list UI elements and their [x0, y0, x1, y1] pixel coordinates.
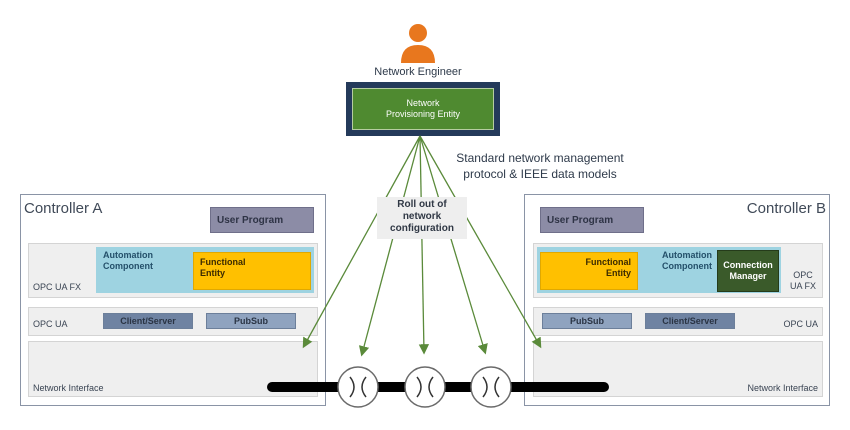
- network-provisioning-entity[interactable]: Network Provisioning Entity: [346, 82, 500, 136]
- controller-a-title: Controller A: [24, 200, 103, 217]
- arrow-to-switch-2: [418, 135, 430, 355]
- controller-b-title: Controller B: [746, 200, 826, 217]
- arrow-to-switch-1: [358, 135, 421, 357]
- arrow-to-controller-a: [302, 135, 421, 349]
- switch-icon: [470, 366, 512, 408]
- controller-a-network-interface-label: Network Interface: [33, 383, 104, 393]
- switch-icon: [404, 366, 446, 408]
- controller-a-user-program[interactable]: User Program: [210, 207, 314, 233]
- rollout-label: Roll out of network configuration: [377, 197, 467, 239]
- controller-a-functional-entity[interactable]: Functional Entity: [193, 252, 311, 290]
- arrows: [302, 135, 542, 357]
- controller-b-pubsub[interactable]: PubSub: [542, 313, 632, 329]
- controller-b-network-interface-label: Network Interface: [747, 383, 818, 393]
- controller-b-client-server[interactable]: Client/Server: [645, 313, 735, 329]
- controller-b-user-program[interactable]: User Program: [540, 207, 644, 233]
- controller-b-opcua-label: OPC UA: [783, 319, 818, 329]
- controller-a-opcua-fx-label: OPC UA FX: [33, 282, 82, 292]
- switch-icon: [337, 366, 379, 408]
- controller-a-opcua-label: OPC UA: [33, 319, 68, 329]
- arrow-to-controller-b: [419, 135, 542, 349]
- controller-b-automation-component-label: Automation Component: [662, 250, 712, 271]
- controller-b-functional-entity[interactable]: Functional Entity: [540, 252, 638, 290]
- controller-b-connection-manager[interactable]: Connection Manager: [717, 250, 779, 292]
- network-engineer-label: Network Engineer: [374, 66, 462, 78]
- controller-b-opcua-fx-label: OPC UA FX: [789, 270, 816, 291]
- network-provisioning-entity-label: Network Provisioning Entity: [352, 88, 494, 130]
- controller-a-automation-component-label: Automation Component: [103, 250, 153, 271]
- controller-a-client-server[interactable]: Client/Server: [103, 313, 193, 329]
- arrow-to-switch-3: [419, 135, 488, 355]
- management-protocol-annotation: Standard network management protocol & I…: [456, 151, 624, 181]
- controller-a-pubsub[interactable]: PubSub: [206, 313, 296, 329]
